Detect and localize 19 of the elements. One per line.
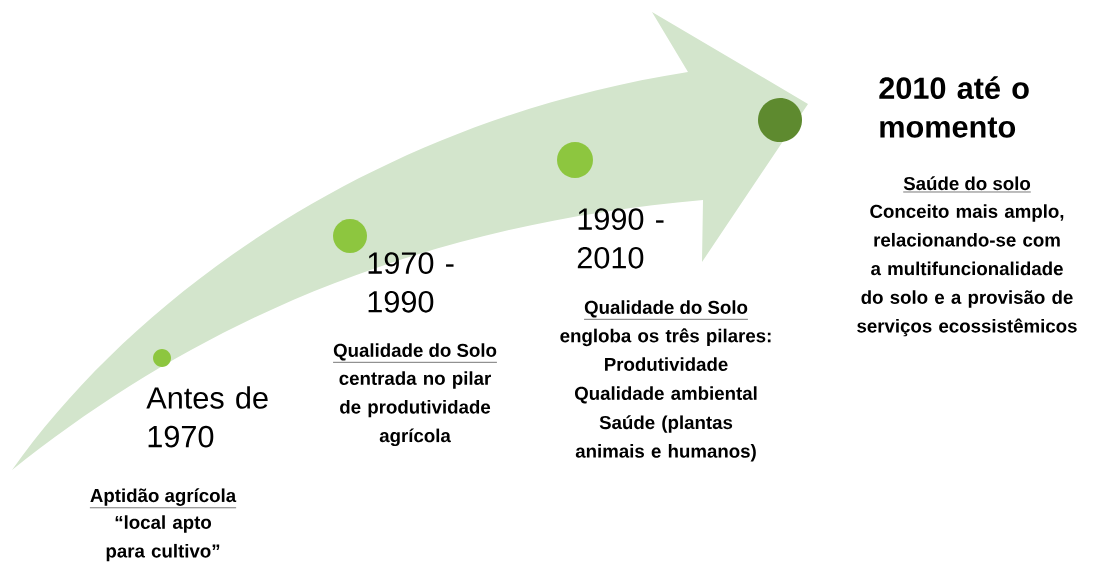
topic-heading: Saúde do solo [902,176,1032,193]
period-heading: 2010 até o momento [879,76,1029,138]
description-text: Saúde (plantas animais e humanos) [575,415,756,462]
description-text: “local apto para cultivo” [106,515,220,562]
timeline-dot [557,142,593,178]
topic-heading: Qualidade do Solo [332,343,498,363]
period-heading: 1990 - 2010 [577,208,664,269]
timeline-dot [758,98,802,142]
description-text: Produtividade [605,357,728,371]
description-text: Conceito mais amplo, relacionando-se com a multifuncionalidade do solo e a provisão de serviços ecossistêmicos [857,204,1077,337]
description-text: Qualidade ambiental [575,386,757,404]
period-heading: 1970 - 1990 [368,252,454,313]
description-text: centrada no pilar de produtividade agrícola [339,371,491,447]
topic-heading: Qualidade do Solo [583,300,749,320]
period-heading: Antes de 1970 [146,386,268,448]
topic-heading: Aptidão agrícola [89,488,237,509]
description-text: engloba os três pilares: [560,328,771,347]
timeline-dot [153,349,171,367]
timeline-dot [333,219,367,253]
